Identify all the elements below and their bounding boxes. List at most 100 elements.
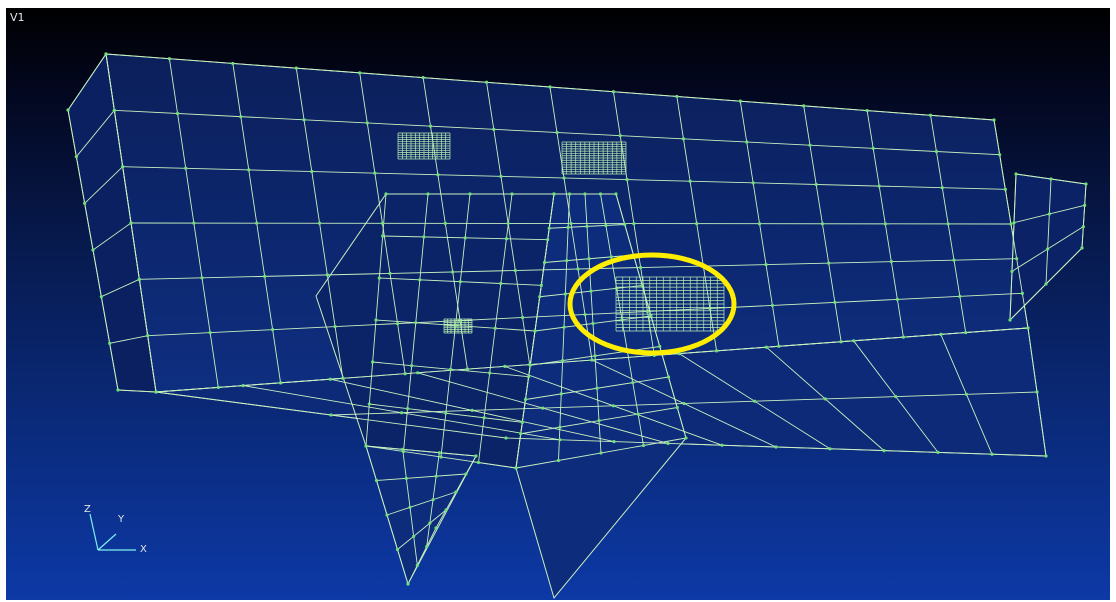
- 3d-viewport[interactable]: V1 Z Y X: [6, 8, 1110, 600]
- mesh-node: [1035, 390, 1039, 394]
- mesh-node: [514, 466, 518, 470]
- mesh-node: [1046, 247, 1050, 251]
- mesh-node: [1010, 269, 1014, 273]
- mesh-node: [1080, 246, 1084, 250]
- mesh-node: [395, 321, 400, 326]
- mesh-node: [533, 329, 537, 333]
- mesh-node: [555, 130, 559, 135]
- mesh-node: [381, 234, 385, 238]
- mesh-node: [567, 192, 572, 196]
- mesh-node: [720, 443, 724, 447]
- mesh-node: [1044, 454, 1048, 458]
- mesh-node: [640, 283, 644, 288]
- mesh-node: [611, 90, 616, 94]
- mesh-node: [1049, 177, 1053, 181]
- mesh-node: [547, 226, 551, 230]
- mesh-node: [631, 381, 635, 385]
- mesh-node: [231, 61, 235, 66]
- mesh-node: [871, 146, 875, 150]
- mesh-node: [463, 236, 467, 240]
- mesh-node: [675, 94, 679, 99]
- mesh-node: [612, 440, 616, 444]
- mesh-node: [895, 297, 899, 301]
- mesh-node: [1083, 203, 1087, 207]
- mesh-node: [294, 66, 298, 70]
- mesh-node: [675, 405, 679, 410]
- mesh-node: [764, 345, 769, 349]
- mesh-node: [542, 260, 547, 265]
- mesh-node: [91, 248, 95, 252]
- mesh-node: [374, 318, 378, 322]
- mesh-node: [74, 155, 78, 159]
- mesh-node: [1020, 291, 1024, 295]
- mesh-node: [992, 118, 996, 122]
- mesh-node: [548, 85, 552, 89]
- mesh-node: [66, 108, 70, 112]
- mesh-node: [1044, 282, 1048, 286]
- mesh-node: [377, 276, 381, 280]
- fin-grid-line: [397, 509, 447, 550]
- mesh-node: [539, 283, 543, 287]
- mesh-node: [1047, 212, 1051, 216]
- mesh-node: [129, 221, 133, 225]
- mesh-node: [434, 526, 438, 530]
- mesh-node: [454, 490, 458, 494]
- mesh-node: [576, 267, 580, 271]
- mesh-node: [559, 392, 563, 396]
- fin-grid-line: [407, 527, 437, 585]
- mesh-node: [901, 335, 906, 339]
- extension-grid-line: [1045, 178, 1052, 285]
- mesh-node: [384, 192, 388, 196]
- mesh-node: [425, 545, 429, 549]
- mesh-node: [591, 321, 595, 326]
- mesh-node: [827, 261, 831, 265]
- mesh-node: [410, 364, 414, 368]
- mesh-node: [894, 395, 898, 399]
- mesh-node: [964, 330, 968, 335]
- mesh-node: [329, 413, 333, 417]
- mesh-node: [428, 124, 433, 128]
- mesh-node: [589, 289, 593, 293]
- mesh-node: [820, 222, 825, 226]
- mesh-node: [364, 444, 368, 448]
- flange-side-grid-line: [117, 389, 157, 393]
- mesh-node: [458, 280, 462, 284]
- mesh-node: [928, 113, 933, 117]
- mesh-node: [412, 534, 416, 538]
- mesh-node: [437, 451, 441, 455]
- mesh-node: [541, 406, 545, 410]
- mesh-node: [590, 358, 594, 362]
- mesh-node: [184, 166, 188, 170]
- mesh-node: [426, 192, 430, 196]
- mesh-node: [682, 401, 686, 406]
- mesh-node: [632, 221, 636, 226]
- mesh-node: [380, 221, 385, 225]
- mesh-node: [1084, 182, 1088, 186]
- mesh-node: [404, 476, 408, 480]
- mesh-node: [444, 508, 448, 512]
- mesh-node: [325, 273, 329, 277]
- mesh-node: [406, 582, 410, 586]
- mesh-node: [940, 186, 944, 190]
- mesh-node: [520, 420, 524, 424]
- mesh-node: [317, 221, 322, 225]
- fin-grid-line: [365, 445, 477, 457]
- mesh-node: [200, 276, 204, 280]
- mesh-node: [623, 222, 627, 227]
- mesh-node: [614, 192, 618, 196]
- mesh-node: [952, 258, 956, 262]
- mesh-node: [777, 344, 781, 348]
- mesh-node: [546, 238, 550, 242]
- flange-side-grid-line: [67, 53, 107, 111]
- mesh-node: [492, 127, 496, 131]
- mesh-node: [609, 255, 613, 259]
- mesh-node: [1015, 257, 1019, 261]
- mesh-wireframe[interactable]: [6, 8, 1110, 600]
- mesh-node: [649, 314, 653, 318]
- mesh-node: [764, 262, 768, 267]
- mesh-node: [583, 192, 587, 196]
- mesh-node: [108, 341, 112, 345]
- mesh-node: [770, 303, 775, 308]
- mesh-node: [167, 57, 172, 61]
- mesh-node: [504, 237, 509, 241]
